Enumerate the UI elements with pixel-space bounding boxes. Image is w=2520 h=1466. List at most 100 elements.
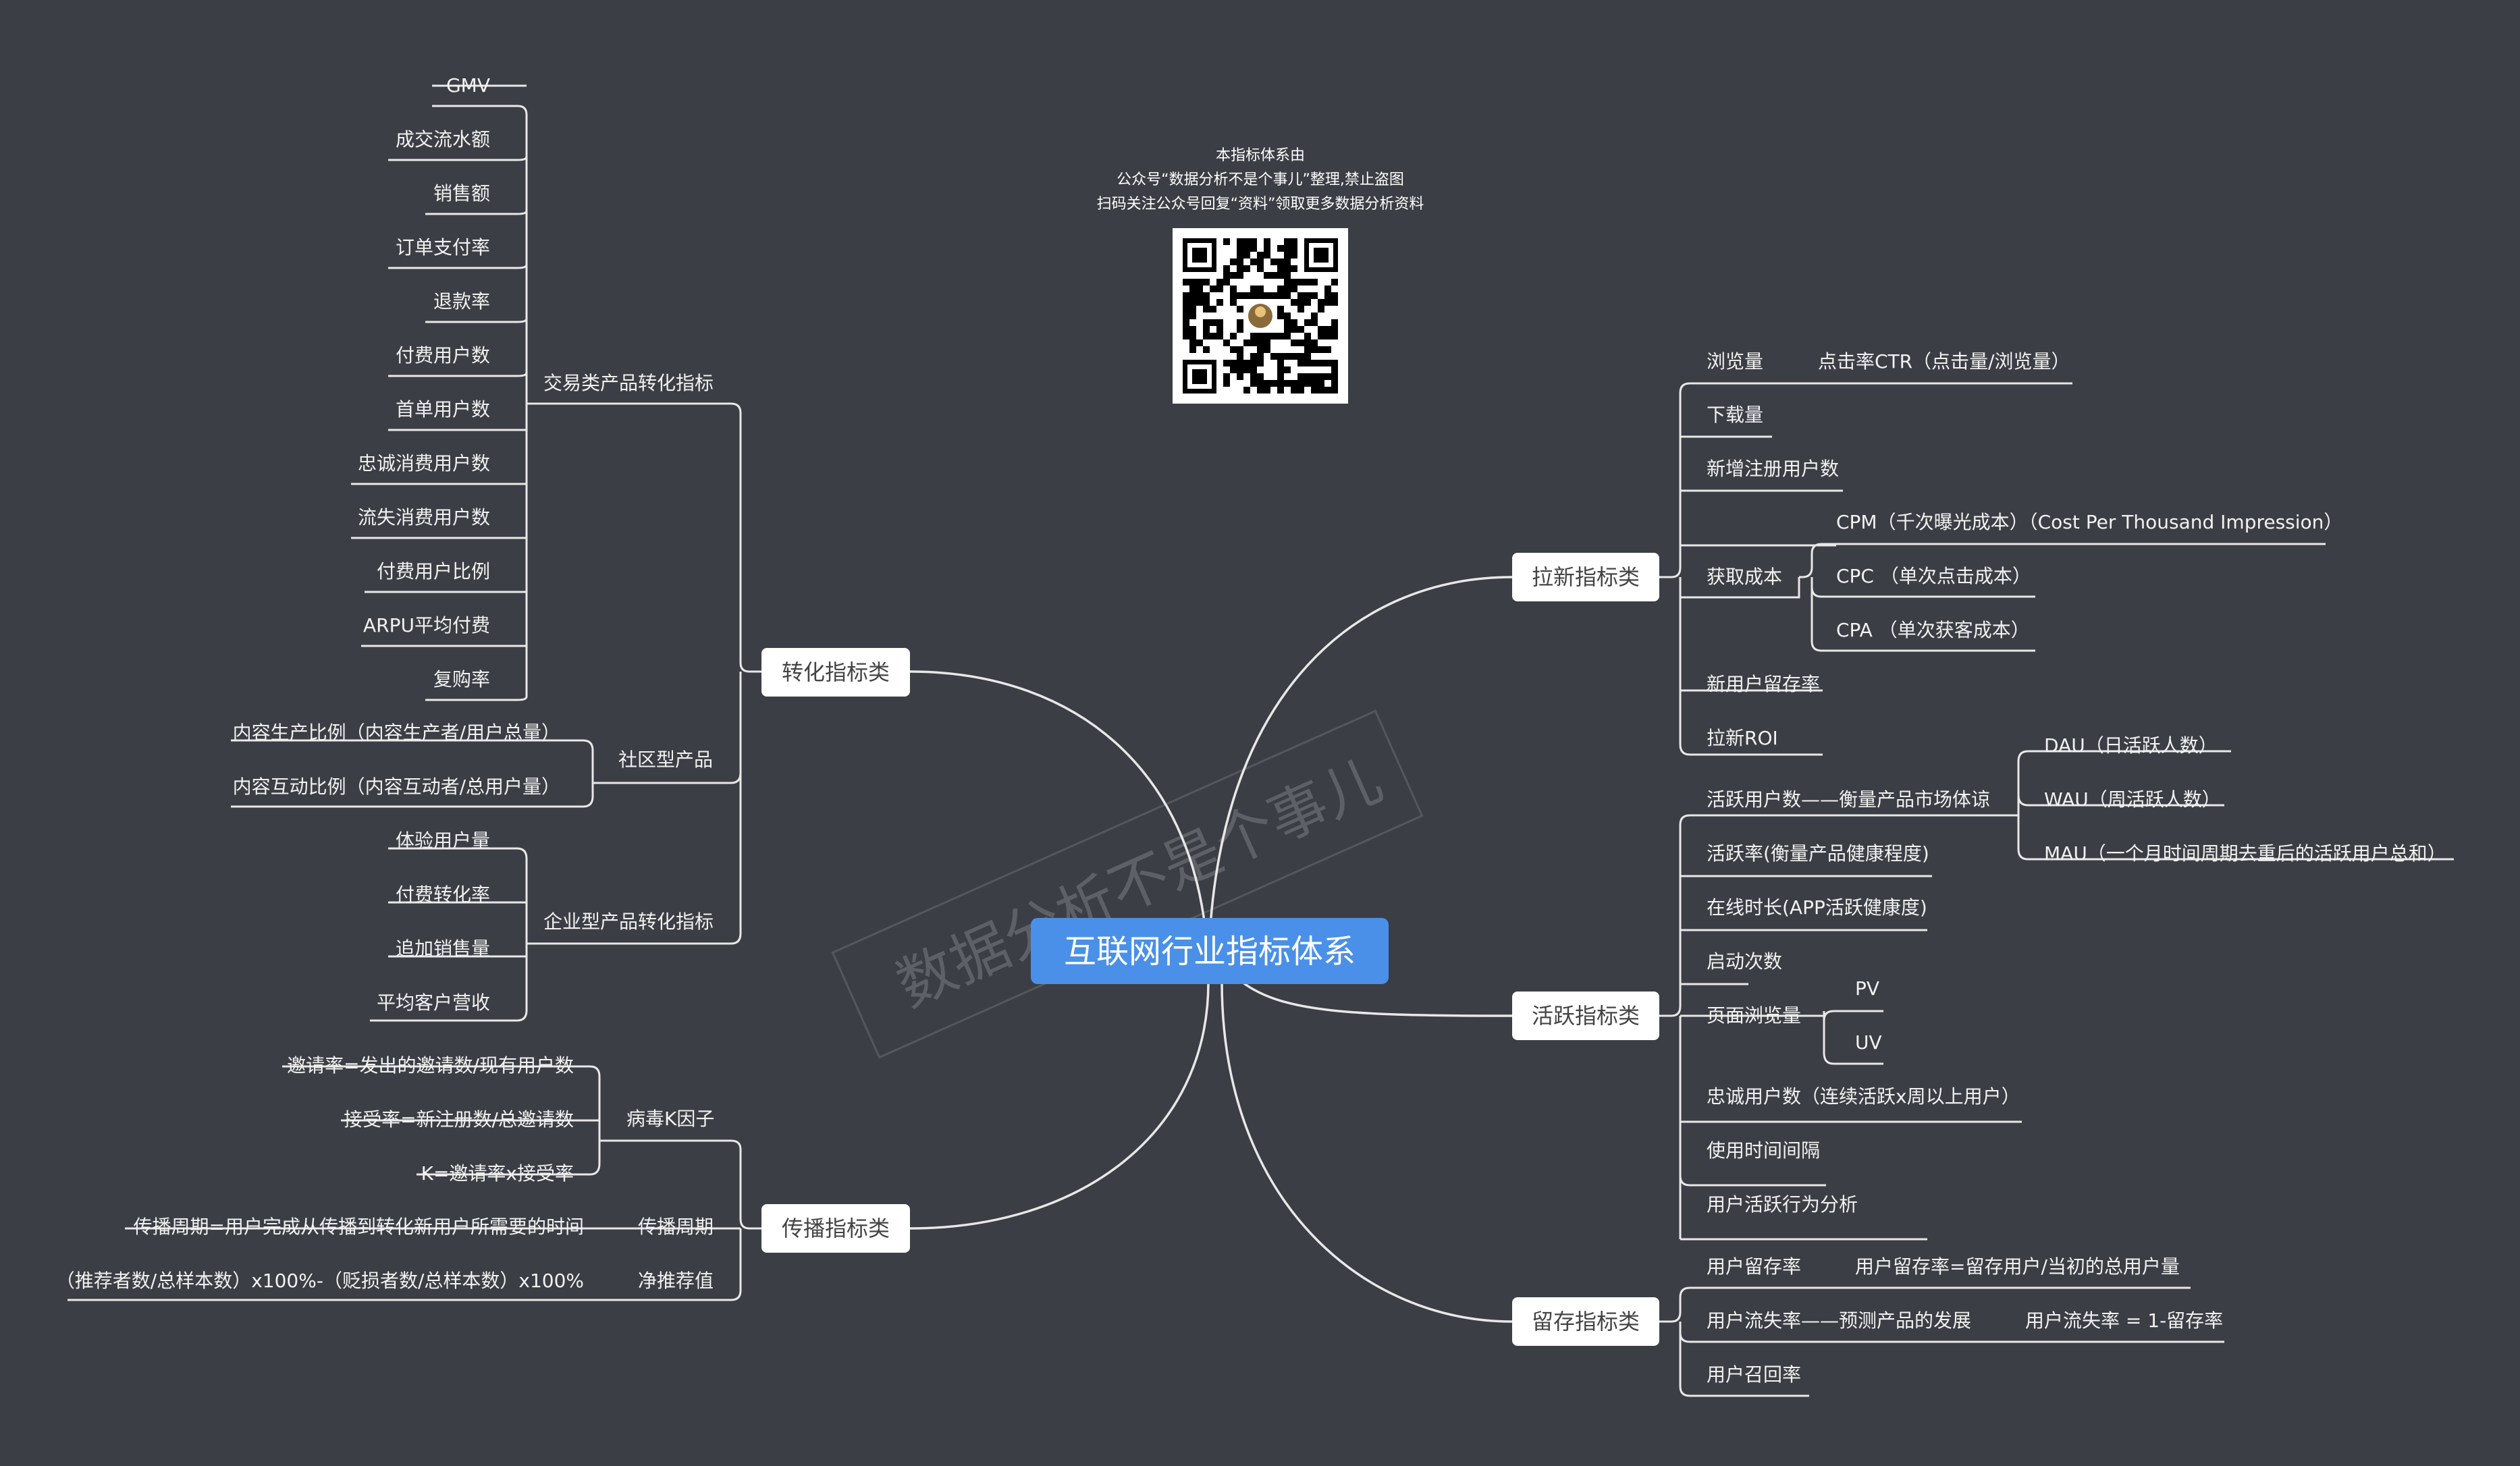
laxin-cost-lines — [1680, 543, 2326, 652]
item-liulanliang: 浏览量 — [1707, 350, 1763, 373]
item-liucunlv: 用户留存率 — [1707, 1255, 1801, 1278]
branch-node-chuanbo[interactable]: 传播指标类 — [761, 1204, 910, 1253]
root-connectors — [909, 576, 1513, 1323]
branch-node-zhuanhua[interactable]: 转化指标类 — [761, 648, 910, 697]
branch-chuanbo: 病毒K因子 传播周期 净推荐值 邀请率=发出的邀请数/现有用户数 接受率=新注册… — [56, 1054, 910, 1301]
qiye-lines — [370, 847, 528, 1022]
item-neirong-shengchan: 内容生产比例（内容生产者/用户总量） — [233, 722, 560, 744]
item-liushilv-def: 用户流失率 = 1-留存率 — [2025, 1309, 2223, 1332]
branch-label-zhuanhua: 转化指标类 — [782, 659, 890, 685]
item-shiyong-jiange: 使用时间间隔 — [1707, 1139, 1820, 1162]
root-node[interactable]: 互联网行业指标体系 — [1031, 918, 1389, 984]
item-neirong-hudong: 内容互动比例（内容互动者/总用户量） — [233, 776, 560, 798]
branch-label-liucun: 留存指标类 — [1532, 1309, 1640, 1334]
item-mau: MAU（一个月时间周期去重后的活跃用户总和） — [2044, 842, 2446, 865]
item-uv: UV — [1855, 1031, 1882, 1054]
branch-node-laxin[interactable]: 拉新指标类 — [1512, 553, 1659, 601]
item-laxin-roi: 拉新ROI — [1707, 727, 1778, 749]
item-liucunlv-def: 用户留存率=留存用户/当初的总用户量 — [1855, 1255, 2180, 1278]
item-qidong-cishu: 启动次数 — [1707, 950, 1782, 973]
chuanbo-lines — [125, 1065, 601, 1230]
item-jieshoulv: 接受率=新注册数/总邀请数 — [344, 1108, 574, 1131]
branch-label-chuanbo: 传播指标类 — [782, 1216, 890, 1241]
item-arpu: ARPU平均付费 — [363, 614, 490, 636]
huoyue-lines — [1659, 814, 2022, 1241]
item-zhongcheng-xiaofei: 忠诚消费用户数 — [358, 452, 490, 474]
connector-laxin — [1207, 576, 1513, 983]
chuanbo-links — [68, 1139, 761, 1301]
item-chuanbo-zhouqi: 传播周期=用户完成从传播到转化新用户所需要的时间 — [134, 1216, 584, 1238]
group-jiaoyi-label: 交易类产品转化指标 — [543, 372, 714, 394]
group-bingdu-label: 病毒K因子 — [626, 1108, 714, 1130]
connector-liucun — [1221, 981, 1513, 1323]
link-jiaoyi — [527, 402, 761, 673]
connector-chuanbo — [909, 981, 1210, 1230]
item-zhuijia: 追加销售量 — [396, 938, 490, 960]
item-shoudan: 首单用户数 — [396, 398, 490, 420]
item-huoqu-chengben: 获取成本 — [1707, 566, 1782, 588]
item-chengjiao: 成交流水额 — [396, 128, 490, 151]
group-qiye-label: 企业型产品转化指标 — [543, 911, 714, 933]
branch-label-laxin: 拉新指标类 — [1532, 564, 1640, 590]
item-cpc: CPC （单次点击成本） — [1836, 565, 2031, 587]
connector-zhuanhua — [909, 670, 1210, 983]
huoyue-dau-lines — [2017, 750, 2454, 861]
liucun-lines — [1659, 1286, 2224, 1397]
item-fufei-bili: 付费用户比例 — [377, 560, 490, 582]
item-k-factor: K=邀请率x接受率 — [421, 1162, 574, 1185]
item-xiazailiang: 下载量 — [1707, 404, 1763, 426]
notice-line-1: 本指标体系由 — [1216, 147, 1305, 164]
group-jingtui-label: 净推荐值 — [638, 1270, 714, 1292]
branch-huoyue: 活跃用户数——衡量产品市场体谅 DAU（日活跃人数） WAU（周活跃人数） MA… — [1512, 734, 2454, 1241]
shequ-lines — [231, 739, 594, 808]
item-dau: DAU（日活跃人数） — [2044, 734, 2218, 757]
root-label: 互联网行业指标体系 — [1064, 933, 1356, 971]
item-huoyuelv: 活跃率(衡量产品健康程度) — [1707, 842, 1929, 865]
branch-node-huoyue[interactable]: 活跃指标类 — [1512, 992, 1659, 1040]
laxin-lines — [1659, 382, 1843, 756]
branch-node-liucun[interactable]: 留存指标类 — [1512, 1297, 1659, 1346]
item-xiaoshoue: 销售额 — [433, 182, 490, 205]
item-zhaohuilv: 用户召回率 — [1707, 1363, 1801, 1386]
connector-huoyue — [1241, 981, 1513, 1017]
branch-liucun: 用户留存率 用户留存率=留存用户/当初的总用户量 用户流失率——预测产品的发展 … — [1512, 1255, 2224, 1397]
branch-zhuanhua: 交易类产品转化指标 GMV 成交流水额 销售额 订单支付率 退款率 付费用户数 … — [231, 74, 910, 1022]
item-ctr: 点击率CTR（点击量/浏览量） — [1818, 350, 2070, 373]
item-nps: （推荐者数/总样本数）x100%-（贬损者数/总样本数）x100% — [56, 1270, 584, 1292]
item-liushi-xiaofei: 流失消费用户数 — [358, 506, 490, 528]
item-tuikuan: 退款率 — [433, 290, 490, 313]
item-fufei-yonghu: 付费用户数 — [396, 344, 490, 366]
branch-laxin: 浏览量 点击率CTR（点击量/浏览量） 下载量 新增注册用户数 获取成本 CPM… — [1512, 350, 2342, 756]
item-cpm: CPM（千次曝光成本）（Cost Per Thousand Impression… — [1836, 511, 2342, 533]
item-zaixian-shichang: 在线时长(APP活跃健康度) — [1707, 896, 1927, 919]
item-pingjun-yingshou: 平均客户营收 — [377, 992, 490, 1014]
item-pv: PV — [1855, 977, 1879, 1000]
jiaoyi-lines — [351, 84, 528, 701]
notice-line-2: 公众号“数据分析不是个事儿”整理,禁止盗图 — [1117, 171, 1404, 188]
group-shequ-label: 社区型产品 — [618, 749, 713, 771]
item-liushilv: 用户流失率——预测产品的发展 — [1707, 1309, 1971, 1332]
item-dingdan: 订单支付率 — [396, 236, 490, 259]
huoyue-pv-lines — [1823, 1010, 1883, 1065]
group-zhouqi-label: 传播周期 — [638, 1216, 714, 1238]
link-qiye — [527, 773, 742, 945]
watermark: 数据分析不是个事儿 — [831, 709, 1424, 1059]
item-zhongcheng-yonghu: 忠诚用户数（连续活跃x周以上用户） — [1707, 1085, 2020, 1108]
item-wau: WAU（周活跃人数） — [2044, 788, 2221, 811]
item-yaoqinglv: 邀请率=发出的邀请数/现有用户数 — [287, 1054, 574, 1077]
branch-label-huoyue: 活跃指标类 — [1532, 1003, 1640, 1029]
item-fufei-zhuanhua: 付费转化率 — [396, 884, 490, 906]
qr-code-icon — [1173, 228, 1348, 404]
item-huoyue-xingwei: 用户活跃行为分析 — [1707, 1193, 1858, 1216]
notice-line-3: 扫码关注公众号回复“资料”领取更多数据分析资料 — [1097, 196, 1424, 213]
item-fugou: 复购率 — [433, 668, 490, 690]
notice-block: 本指标体系由 公众号“数据分析不是个事儿”整理,禁止盗图 扫码关注公众号回复“资… — [1097, 147, 1424, 213]
item-gmv: GMV — [446, 74, 490, 97]
item-yemian-liulan: 页面浏览量 — [1707, 1004, 1801, 1027]
item-cpa: CPA （单次获客成本） — [1836, 619, 2030, 641]
item-xinzeng-zhuce: 新增注册用户数 — [1707, 458, 1839, 480]
item-huoyue-yonghushu: 活跃用户数——衡量产品市场体谅 — [1707, 788, 1990, 811]
item-tiyan: 体验用户量 — [396, 830, 490, 852]
item-xinyonghu-liucun: 新用户留存率 — [1707, 673, 1820, 695]
